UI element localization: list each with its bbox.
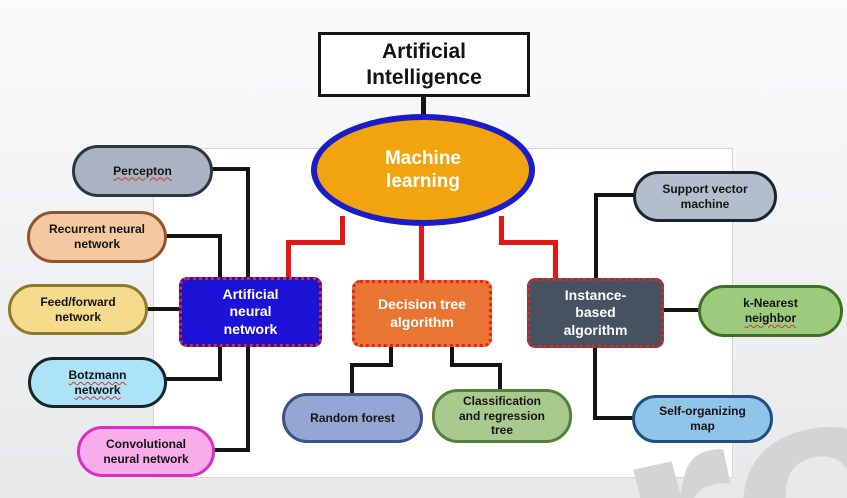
node-label: Support vector machine [662, 181, 748, 211]
node-label: Self-organizing map [659, 404, 746, 433]
node-artificial-neural-network: Artificial neural network [179, 277, 322, 347]
edge-dt-rf-seg1 [389, 345, 393, 367]
node-label: Decision tree algorithm [378, 296, 466, 330]
edge-dt-rf-seg3 [350, 363, 354, 395]
edge-som-v [593, 345, 597, 420]
node-k-nearest-neighbor: k-Nearest neighbor [698, 285, 843, 337]
edge-botzmann-h [165, 377, 222, 381]
node-label: Random forest [310, 410, 395, 425]
edge-svm-h [594, 193, 635, 197]
node-label-line1: k-Nearest [743, 296, 798, 311]
node-label-line2: neighbor [744, 311, 797, 325]
node-artificial-intelligence: Artificial Intelligence [318, 32, 530, 97]
node-decision-tree-algorithm: Decision tree algorithm [352, 280, 492, 347]
edge-ml-to-ann-seg1 [340, 216, 345, 245]
node-feed-forward-network: Feed/forward network [8, 284, 148, 335]
edge-ml-to-ib-seg1 [499, 216, 504, 245]
node-label: Artificial Intelligence [366, 39, 482, 89]
node-convolutional-neural-network: Convolutional neural network [77, 426, 215, 477]
node-label: Feed/forward network [40, 294, 116, 324]
node-botzmann-network: Botzmann network [28, 357, 167, 408]
node-support-vector-machine: Support vector machine [633, 171, 777, 222]
node-label: Percepton [113, 163, 172, 178]
node-label: Instance-based algorithm [563, 287, 628, 338]
node-instance-based-algorithm: Instance-based algorithm [527, 278, 664, 348]
edge-svm-v [594, 193, 598, 280]
edge-dt-cart-seg1 [450, 345, 454, 367]
edge-ml-to-ann-seg3 [286, 240, 291, 279]
node-classification-and-regression-tree: Classification and regression tree [432, 389, 572, 443]
edge-som-h [593, 416, 634, 420]
node-recurrent-neural-network: Recurrent neural network [27, 211, 167, 263]
node-label: Classification and regression tree [458, 394, 546, 438]
node-label-line1: Botzmann [68, 367, 127, 382]
node-percepton: Percepton [72, 145, 213, 197]
node-label: Artificial neural network [222, 286, 279, 337]
edge-ai-to-ml [421, 95, 426, 117]
node-self-organizing-map: Self-organizing map [632, 395, 773, 443]
node-random-forest: Random forest [282, 393, 423, 443]
edge-percepton-h [210, 167, 250, 171]
edge-ml-to-ib-seg2 [499, 240, 558, 245]
edge-ml-to-ib-seg3 [553, 240, 558, 280]
edge-feedforward-h [146, 307, 182, 311]
edge-ml-to-dt [419, 222, 424, 282]
edge-dt-cart-seg2 [450, 363, 502, 367]
node-machine-learning: Machine learning [311, 114, 535, 226]
edge-dt-rf-seg2 [350, 363, 393, 367]
node-label: Recurrent neural network [48, 222, 146, 251]
node-label: Machine learning [384, 147, 462, 192]
edge-convolutional-h [212, 448, 250, 452]
edge-dt-cart-seg3 [498, 363, 502, 392]
node-label-line2: network [74, 382, 121, 397]
edge-ml-to-ann-seg2 [286, 240, 345, 245]
node-label: Convolutional neural network [103, 436, 189, 466]
edge-knn-h [662, 308, 700, 312]
edge-recurrent-h [165, 234, 222, 238]
